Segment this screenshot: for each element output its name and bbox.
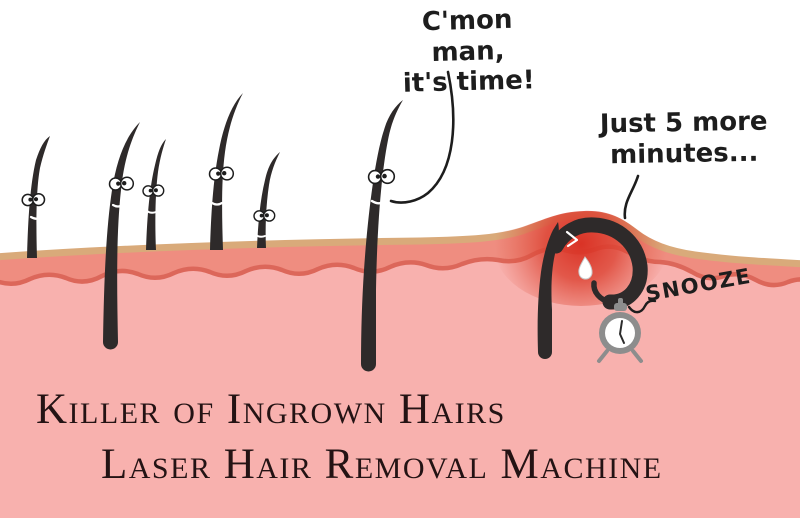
speech-pointer-line-right	[623, 174, 640, 220]
title-line-1: Killer of Ingrown Hairs	[36, 386, 506, 433]
mouth	[370, 199, 386, 205]
mouth	[111, 203, 125, 208]
googly-eyes	[208, 166, 235, 181]
alarm-clock-icon	[597, 298, 643, 363]
clock-hands	[619, 320, 625, 344]
hair-2	[103, 122, 140, 350]
hair-5	[253, 152, 280, 248]
speech-line: C'mon man,	[421, 4, 513, 68]
mouth	[210, 201, 224, 206]
mouth	[255, 234, 266, 238]
ingrown-hair-icon	[537, 217, 648, 359]
dermis-wavy-line	[0, 244, 800, 288]
mouth	[146, 210, 157, 214]
speech-bubble-cmon: C'mon man, it's time!	[387, 4, 549, 100]
googly-eyes	[253, 209, 276, 222]
speech-line: minutes...	[609, 137, 759, 170]
googly-eyes	[21, 192, 46, 207]
googly-eyes	[108, 176, 135, 191]
hair-4	[208, 93, 243, 250]
snooze-squiggle	[627, 299, 657, 314]
speech-line: it's time!	[402, 65, 536, 100]
speech-line: Just 5 more	[599, 106, 768, 140]
hair-6-awake	[361, 100, 403, 372]
sweat-drop-icon	[578, 256, 593, 280]
title-line-2: Laser Hair Removal Machine	[101, 441, 663, 488]
hair-tip-glint	[565, 230, 579, 248]
mouth	[29, 215, 43, 220]
hair-1	[21, 136, 50, 258]
googly-eyes	[142, 184, 165, 197]
hair-3	[142, 139, 166, 250]
speech-bubble-minutes: Just 5 more minutes...	[577, 106, 790, 171]
googly-eyes	[367, 168, 396, 185]
speech-pointer-line-left	[389, 70, 455, 204]
